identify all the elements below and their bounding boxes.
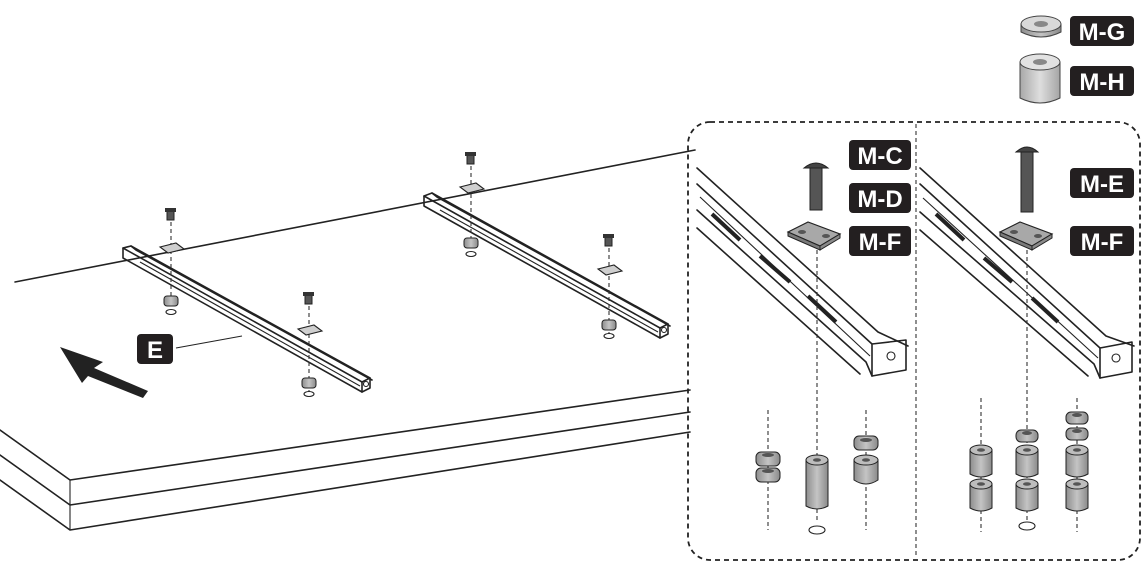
detail-rail-right	[919, 167, 1135, 379]
left-rail-hardware	[158, 208, 324, 398]
label-m-d: M-D	[849, 183, 911, 213]
arrow-icon	[60, 347, 148, 398]
label-m-e: M-E	[1070, 168, 1134, 198]
spacer-icon	[969, 444, 993, 512]
label-m-f: M-F	[849, 226, 911, 256]
spacer-icon	[755, 451, 781, 483]
svg-text:M-D: M-D	[857, 186, 902, 213]
svg-text:M-C: M-C	[857, 143, 902, 170]
plate-icon	[296, 324, 324, 336]
washer-icon	[853, 435, 879, 451]
washer-icon	[1020, 15, 1062, 38]
detail-left-hardware: M-C M-D M-F	[755, 140, 911, 535]
screw-icon	[603, 234, 614, 247]
plate-icon	[596, 264, 624, 276]
legend: M-G M-H	[1019, 15, 1134, 104]
washer-icon	[601, 319, 617, 340]
washer-icon	[1065, 411, 1089, 441]
right-rail-hardware	[458, 152, 624, 340]
svg-text:M-F: M-F	[1081, 229, 1124, 256]
plate-icon	[458, 182, 486, 194]
label-m-c: M-C	[849, 140, 911, 170]
screw-icon	[1014, 146, 1040, 213]
washer-icon	[463, 237, 479, 258]
callout-line	[175, 335, 243, 349]
spacer-icon	[1065, 444, 1089, 512]
detail-right-hardware: M-E M-F	[969, 146, 1134, 532]
svg-text:M-F: M-F	[859, 229, 902, 256]
spacer-icon	[1015, 444, 1039, 512]
screw-icon	[165, 208, 176, 221]
svg-text:M-G: M-G	[1079, 19, 1126, 46]
right-rail	[423, 192, 671, 339]
screw-icon	[303, 292, 314, 305]
table-top	[0, 149, 696, 531]
detail-rail-left	[696, 167, 909, 377]
spacer-icon	[1019, 53, 1061, 104]
spacer-icon	[853, 454, 879, 485]
washer-icon	[163, 295, 179, 316]
label-m-h: M-H	[1070, 66, 1134, 96]
screw-icon	[802, 162, 830, 211]
label-m-f-right: M-F	[1070, 226, 1134, 256]
spacer-icon	[805, 454, 829, 510]
plate-icon	[158, 242, 186, 254]
washer-icon	[301, 377, 317, 398]
label-m-g: M-G	[1070, 16, 1134, 46]
label-e: E	[137, 334, 173, 364]
washer-icon	[1015, 429, 1039, 443]
svg-text:M-H: M-H	[1079, 69, 1124, 96]
left-rail	[122, 245, 373, 393]
detail-panel	[687, 121, 1141, 561]
svg-text:E: E	[147, 337, 163, 364]
screw-icon	[465, 152, 476, 165]
svg-text:M-E: M-E	[1080, 171, 1124, 198]
